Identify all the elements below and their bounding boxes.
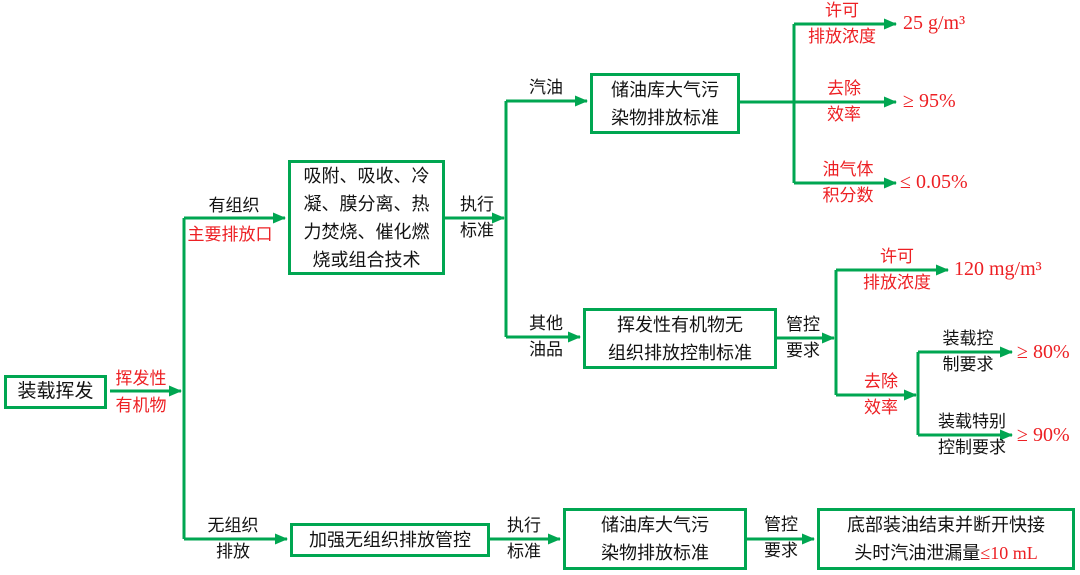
edge-label-control-req-mid: 管控 要求 bbox=[786, 315, 820, 360]
value-removal-eff-top: ≥ 95% bbox=[903, 90, 956, 112]
edge-label-loading-special: 装载特别 控制要求 bbox=[938, 412, 1006, 457]
bottom-result-line1: 底部装油结束并断开快接 bbox=[847, 515, 1045, 535]
edge-label-loading-control: 装载控 制要求 bbox=[942, 329, 994, 374]
node-gasoline-standard: 储油库大气污 染物排放标准 bbox=[590, 73, 740, 134]
node-strengthen-control: 加强无组织排放管控 bbox=[290, 523, 490, 557]
node-bottom-result: 底部装油结束并断开快接 头时汽油泄漏量≤10 mL bbox=[817, 508, 1075, 570]
edge-label-control-req-bottom: 管控 要求 bbox=[764, 515, 798, 560]
edge-label-permit-conc-top: 许可 排放浓度 bbox=[808, 1, 876, 46]
value-permit-conc-top: 25 g/m³ bbox=[903, 12, 966, 34]
node-treatment-tech: 吸附、吸收、冷 凝、膜分离、热 力焚烧、催化燃 烧或组合技术 bbox=[288, 160, 445, 275]
value-oil-gas-fraction: ≤ 0.05% bbox=[900, 171, 968, 193]
node-bottom-standard: 储油库大气污 染物排放标准 bbox=[563, 508, 747, 570]
edge-label-oil-gas-fraction: 油气体 积分数 bbox=[822, 160, 874, 205]
edge-label-main-outlet: 主要排放口 bbox=[187, 225, 273, 244]
edge-label-unorganized: 无组织 排放 bbox=[207, 516, 259, 561]
node-loading-evaporation: 装载挥发 bbox=[4, 375, 107, 409]
edge-label-exec-standard-bottom: 执行 标准 bbox=[507, 516, 541, 561]
value-loading-special: ≥ 90% bbox=[1017, 424, 1070, 446]
bottom-result-limit: ≤10 mL bbox=[980, 543, 1038, 563]
bottom-result-line2: 头时汽油泄漏量≤10 mL bbox=[854, 543, 1038, 563]
value-permit-conc-mid: 120 mg/m³ bbox=[954, 258, 1042, 280]
edge-label-other-oil: 其他 油品 bbox=[529, 314, 563, 359]
edge-label-gasoline: 汽油 bbox=[529, 78, 563, 97]
edge-label-removal-eff-mid: 去除 效率 bbox=[864, 372, 898, 417]
node-voc-standard: 挥发性有机物无 组织排放控制标准 bbox=[583, 308, 777, 369]
value-loading-control: ≥ 80% bbox=[1017, 341, 1070, 363]
edge-label-exec-standard-top: 执行 标准 bbox=[460, 195, 494, 240]
edge-label-removal-eff-top: 去除 效率 bbox=[827, 79, 861, 124]
edge-label-organized: 有组织 bbox=[208, 196, 260, 215]
edge-label-permit-conc-mid: 许可 排放浓度 bbox=[863, 247, 931, 292]
edge-label-voc: 挥发性 有机物 bbox=[115, 369, 167, 415]
